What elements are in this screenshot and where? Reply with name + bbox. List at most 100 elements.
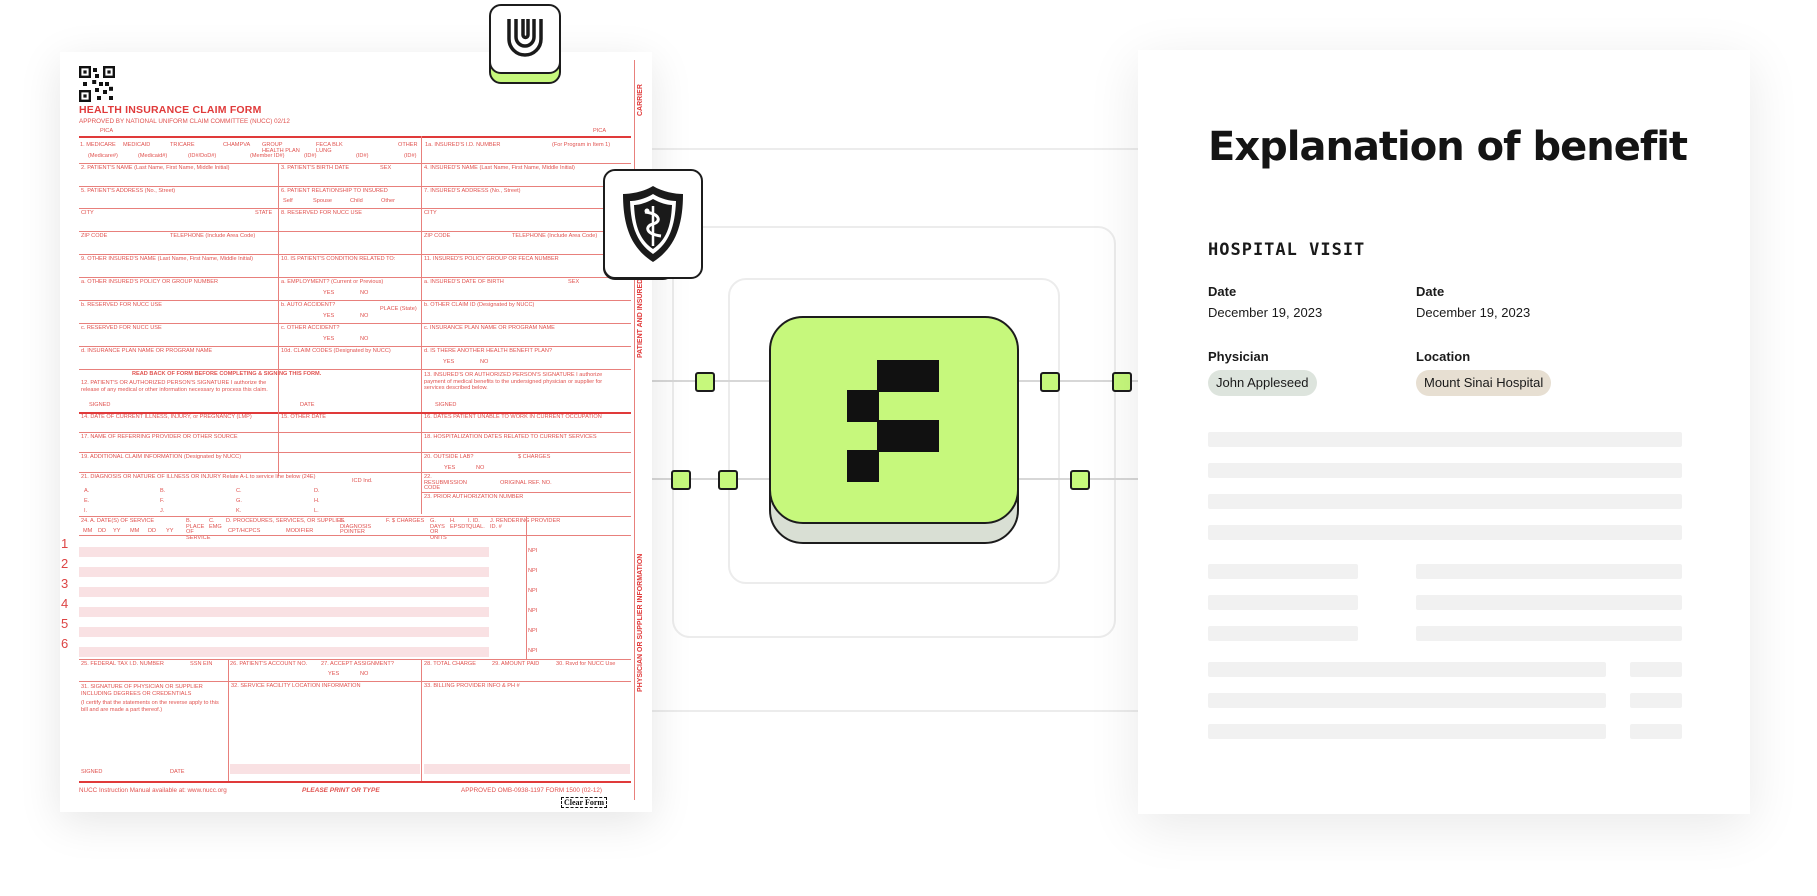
other-claim-id-field: b. OTHER CLAIM ID (Designated by NUCC): [424, 302, 535, 308]
connector-node: [1112, 372, 1132, 392]
date-31: DATE: [170, 769, 185, 775]
billing-provider-field: 33. BILLING PROVIDER INFO & PH #: [424, 683, 520, 689]
form-rule: [79, 452, 631, 453]
eob-title: Explanation of benefit: [1208, 124, 1688, 170]
diag-h: H.: [314, 498, 320, 504]
eob-physician-label: Physician: [1208, 349, 1269, 364]
service-row-band: [79, 547, 489, 557]
service-row-band: [79, 627, 489, 637]
patient-signature-text: 12. PATIENT'S OR AUTHORIZED PERSON'S SIG…: [81, 380, 268, 393]
outer-frame: [640, 148, 1180, 712]
col-sub-dd: DD: [98, 528, 107, 534]
form-rule: [79, 136, 631, 138]
form-rule: [79, 516, 631, 517]
patient-zip-field: ZIP CODE: [81, 233, 108, 239]
diag-j: J.: [160, 508, 165, 514]
form-rule: [79, 472, 631, 473]
skeleton-line: [1208, 494, 1682, 509]
physician-supplier-label: PHYSICIAN OR SUPPLIER INFORMATION: [637, 553, 644, 692]
birth-date-field: 3. PATIENT'S BIRTH DATE: [281, 165, 350, 171]
col-charges: F. $ CHARGES: [386, 518, 425, 524]
eob-location-label: Location: [1416, 349, 1471, 364]
skeleton-line: [1208, 525, 1682, 540]
service-row-number: 1: [61, 536, 69, 551]
other-date-field: 15. OTHER DATE: [281, 414, 326, 420]
diag-l: L.: [314, 508, 319, 514]
signed-13: SIGNED: [435, 402, 457, 408]
carrier-label: CARRIER: [637, 84, 644, 116]
patient-state-field: STATE: [255, 210, 273, 216]
outside-lab-no: NO: [476, 465, 485, 471]
form-side-rule: [634, 60, 635, 800]
skeleton-line: [1630, 693, 1682, 708]
another-plan-no: NO: [480, 359, 489, 365]
pica-left: PICA: [100, 128, 114, 134]
date-12: DATE: [300, 402, 315, 408]
employment-field: a. EMPLOYMENT? (Current or Previous): [281, 279, 384, 285]
form-rule: [79, 300, 631, 301]
form-rule: [79, 208, 631, 209]
col-diagnosis-pointer: E. DIAGNOSIS POINTER: [340, 518, 372, 536]
connector-line-bottom-left: [652, 478, 772, 480]
insured-signature-text: 13. INSURED'S OR AUTHORIZED PERSON'S SIG…: [424, 372, 603, 392]
resubmission-field: 22. RESUBMISSION CODE: [424, 474, 467, 492]
diagnosis-field: 21. DIAGNOSIS OR NATURE OF ILLNESS OR IN…: [81, 474, 316, 480]
form-rule: [228, 659, 229, 781]
outside-lab-charges: $ CHARGES: [518, 454, 551, 460]
sex-field: SEX: [380, 165, 392, 171]
insured-zip-field: ZIP CODE: [424, 233, 451, 239]
form-rule: [278, 163, 279, 476]
plan-id-feca: (ID#): [356, 153, 369, 159]
plan-id-tricare: (ID#/DoD#): [188, 153, 217, 159]
referring-provider-field: 17. NAME OF REFERRING PROVIDER OR OTHER …: [81, 434, 238, 440]
reserved-nucc-8-field: 8. RESERVED FOR NUCC USE: [281, 210, 363, 216]
ssn-ein-field: SSN EIN: [190, 661, 213, 667]
diag-i: I.: [84, 508, 88, 514]
icd-ind: ICD Ind.: [352, 478, 373, 484]
npi-label: NPI: [528, 648, 538, 654]
claim-codes-field: 10d. CLAIM CODES (Designated by NUCC): [281, 348, 391, 354]
service-row-number: 3: [61, 576, 69, 591]
eob-date-value: December 19, 2023: [1416, 305, 1531, 320]
physician-signature-field: 31. SIGNATURE OF PHYSICIAN OR SUPPLIER I…: [81, 684, 203, 697]
another-plan-field: d. IS THERE ANOTHER HEALTH BENEFIT PLAN?: [424, 348, 553, 354]
plan-id-group: (ID#): [304, 153, 317, 159]
clear-form-button[interactable]: Clear Form: [561, 797, 608, 808]
other-insured-policy-field: a. OTHER INSURED'S POLICY OR GROUP NUMBE…: [81, 279, 219, 285]
col-epsdt: H. EPSDT: [450, 518, 469, 530]
form-rule: [79, 277, 631, 278]
insurance-plan-field: d. INSURANCE PLAN NAME OR PROGRAM NAME: [81, 348, 213, 354]
npi-label: NPI: [528, 608, 538, 614]
other-insured-name-field: 9. OTHER INSURED'S NAME (Last Name, Firs…: [81, 256, 254, 262]
skeleton-line: [1630, 724, 1682, 739]
eob-location-pill: Mount Sinai Hospital: [1416, 370, 1552, 396]
form-rule: [79, 781, 631, 783]
relation-other: Other: [381, 198, 395, 204]
form-rule: [79, 535, 631, 536]
plan-champva: CHAMPVA: [223, 142, 251, 148]
col-sub-mm2: MM: [130, 528, 140, 534]
form-rule: [79, 369, 631, 370]
form-rule: [278, 412, 279, 476]
patient-account-field: 26. PATIENT'S ACCOUNT NO.: [230, 661, 308, 667]
diag-f: F.: [160, 498, 165, 504]
qr-code-icon: [79, 66, 115, 102]
skeleton-line: [1208, 432, 1682, 447]
col-sub-yy2: YY: [166, 528, 174, 534]
accept-no: NO: [360, 671, 369, 677]
insured-policy-field: 11. INSURED'S POLICY GROUP OR FECA NUMBE…: [424, 256, 559, 262]
insured-name-field: 4. INSURED'S NAME (Last Name, First Name…: [424, 165, 575, 171]
eob-document: Explanation of benefit HOSPITAL VISIT Da…: [1138, 50, 1750, 814]
footer-approved: APPROVED OMB-0938-1197 FORM 1500 (02-12): [461, 787, 602, 794]
form-rule: [79, 186, 631, 187]
insured-plan-name-field: c. INSURANCE PLAN NAME OR PROGRAM NAME: [424, 325, 555, 331]
insured-sex-field: SEX: [568, 279, 580, 285]
eob-date-value: December 19, 2023: [1208, 305, 1323, 320]
amount-paid-field: 29. AMOUNT PAID: [492, 661, 540, 667]
read-back-notice: READ BACK OF FORM BEFORE COMPLETING & SI…: [132, 371, 322, 377]
relation-spouse: Spouse: [313, 198, 332, 204]
service-row-band: [79, 647, 489, 657]
patient-address-field: 5. PATIENT'S ADDRESS (No., Street): [81, 188, 176, 194]
skeleton-line: [1208, 626, 1358, 641]
relationship-field: 6. PATIENT RELATIONSHIP TO INSURED: [281, 188, 388, 194]
